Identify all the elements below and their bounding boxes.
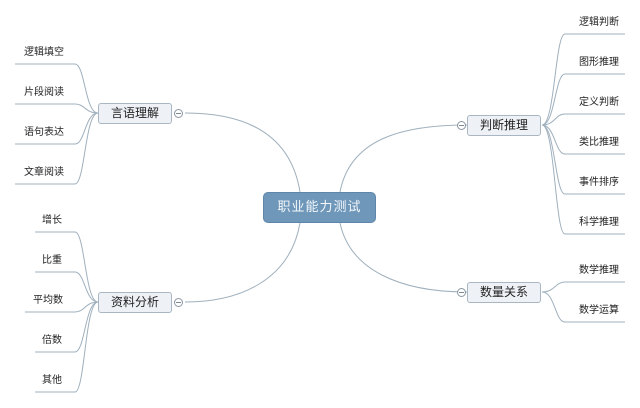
leaf-node[interactable]: 片段阅读 [24, 87, 64, 98]
leaf-node[interactable]: 平均数 [33, 295, 63, 306]
leaf-node[interactable]: 定义判断 [579, 97, 619, 108]
leaf-node[interactable]: 事件排序 [579, 177, 619, 188]
leaf-node[interactable]: 数学运算 [579, 305, 619, 316]
branch-panduan-tuili[interactable]: 判断推理 [467, 115, 541, 136]
leaf-node[interactable]: 其他 [42, 375, 62, 386]
leaf-node[interactable]: 类比推理 [579, 137, 619, 148]
collapse-toggle-icon[interactable] [174, 109, 183, 118]
leaf-node[interactable]: 图形推理 [579, 57, 619, 68]
leaf-node[interactable]: 文章阅读 [24, 167, 64, 178]
collapse-toggle-icon[interactable] [457, 121, 466, 130]
branch-ziliao-fenxi[interactable]: 资料分析 [98, 292, 172, 313]
leaf-node[interactable]: 逻辑判断 [579, 17, 619, 28]
leaf-node[interactable]: 数学推理 [579, 265, 619, 276]
leaf-node[interactable]: 语句表达 [24, 127, 64, 138]
collapse-toggle-icon[interactable] [174, 298, 183, 307]
branch-yanyu-lijie[interactable]: 言语理解 [98, 103, 172, 124]
collapse-toggle-icon[interactable] [457, 288, 466, 297]
leaf-node[interactable]: 倍数 [42, 335, 62, 346]
branch-shuliang-guanxi[interactable]: 数量关系 [467, 282, 541, 303]
leaf-node[interactable]: 比重 [42, 255, 62, 266]
leaf-node[interactable]: 增长 [42, 215, 62, 226]
leaf-node[interactable]: 逻辑填空 [24, 47, 64, 58]
root-node[interactable]: 职业能力测试 [263, 192, 376, 223]
leaf-node[interactable]: 科学推理 [579, 217, 619, 228]
